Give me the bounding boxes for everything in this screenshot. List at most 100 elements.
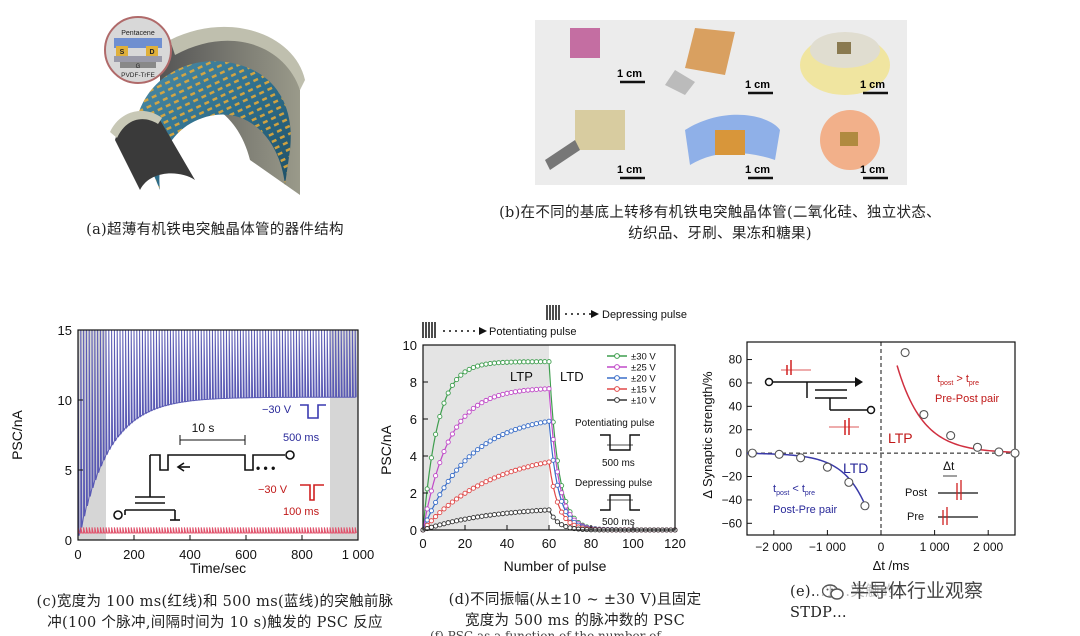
- chart-c-blue-width: 500 ms: [283, 432, 320, 444]
- data-point: [525, 464, 531, 470]
- data-point: [491, 436, 497, 442]
- chart-e-ltd-condition: tpost < tpre: [773, 483, 815, 497]
- data-point: [428, 488, 434, 494]
- data-point: [563, 509, 569, 515]
- data-point: [433, 499, 439, 505]
- data-point: [559, 498, 565, 504]
- wechat-icon: [821, 583, 844, 601]
- chart-e-ltp: LTP: [888, 430, 913, 446]
- data-point: [491, 394, 497, 400]
- data-point: [479, 481, 485, 487]
- chart-d-ytick-label: 4: [410, 449, 417, 464]
- data-point: [567, 520, 573, 526]
- device-illustration: Pentacene S D G PVDF-TrFE: [104, 16, 305, 195]
- photo-textile: [575, 110, 625, 150]
- caption-a: (a)超薄有机铁电突触晶体管的器件结构: [86, 222, 344, 238]
- data-point: [437, 522, 443, 528]
- legend-marker: [614, 386, 620, 392]
- data-point: [479, 362, 485, 368]
- data-point: [475, 483, 481, 489]
- data-point: [504, 359, 510, 365]
- data-point: [512, 426, 518, 433]
- chart-d-xtick-label: 60: [542, 536, 556, 551]
- chart-d-pot-width: 500 ms: [602, 458, 635, 469]
- data-point: [445, 478, 451, 484]
- data-point: [554, 469, 560, 475]
- data-point: [454, 424, 460, 430]
- data-point: [533, 359, 539, 365]
- chart-e-xlabel: Δt /ms: [873, 558, 910, 573]
- chart-d-xtick-label: 100: [622, 536, 644, 551]
- data-point: [441, 449, 447, 455]
- data-point: [437, 492, 443, 498]
- chart-e-ltp-pair: Pre-Post pair: [935, 393, 1000, 405]
- bottom-fragment: (f) PSC as a function of the number of…: [430, 630, 750, 636]
- data-point: [538, 386, 544, 392]
- chart-c-xtick-label: 1 000: [342, 547, 375, 562]
- data-point: [424, 486, 430, 492]
- chart-d-legend: ±30 V±25 V±20 V±15 V±10 V: [607, 352, 656, 407]
- chart-d-potentiating-label: Potentiating pulse: [575, 418, 655, 429]
- data-point: [504, 390, 510, 396]
- legend-label: ±10 V: [631, 396, 656, 407]
- data-point: [512, 467, 518, 473]
- data-point: [475, 447, 481, 453]
- data-point: [483, 361, 489, 367]
- data-point: [1010, 448, 1020, 458]
- chart-d-xtick-label: 0: [419, 536, 426, 551]
- data-point: [475, 363, 481, 369]
- chart-e-ltp-condition: tpost > tpre: [937, 373, 979, 387]
- series-blue-500ms: [77, 329, 357, 536]
- data-point: [487, 361, 493, 367]
- data-point: [462, 516, 468, 522]
- legend-marker: [614, 397, 620, 403]
- chart-e-ytick-label: −60: [722, 516, 743, 530]
- data-point: [512, 389, 518, 395]
- data-point: [538, 420, 544, 426]
- data-point: [491, 475, 497, 481]
- chart-c-ytick-label: 10: [58, 393, 72, 408]
- chart-c-blue-amp: −30 V: [262, 404, 292, 416]
- chart-e-ytick-label: 20: [729, 423, 743, 437]
- chart-c-dots: • • •: [256, 461, 275, 475]
- data-point: [508, 428, 514, 434]
- data-point: [475, 514, 481, 520]
- data-point: [428, 455, 434, 461]
- data-point: [972, 442, 983, 452]
- data-point: [517, 359, 523, 365]
- legend-marker: [614, 375, 620, 381]
- chart-c-xtick-label: 200: [123, 547, 145, 562]
- data-point: [496, 473, 502, 479]
- chart-e-points: [747, 347, 1020, 511]
- data-point: [496, 433, 502, 440]
- scale-bar-5: 1 cm: [745, 164, 770, 176]
- legend-label: ±30 V: [631, 352, 656, 363]
- data-point: [487, 512, 493, 518]
- data-point: [433, 431, 439, 437]
- chart-c-red-amp: −30 V: [258, 484, 288, 496]
- label-dielectric: PVDF-TrFE: [121, 72, 155, 79]
- data-point: [554, 482, 560, 488]
- data-point: [567, 515, 573, 521]
- chart-d-ytick-label: 6: [410, 412, 417, 427]
- chart-d-series: [420, 359, 678, 533]
- data-point: [424, 506, 430, 512]
- data-point: [470, 450, 476, 456]
- data-point: [512, 359, 518, 365]
- chart-c-ytick-label: 5: [65, 463, 72, 478]
- chart-d-xtick-label: 120: [664, 536, 686, 551]
- data-point: [546, 386, 552, 392]
- legend-marker: [614, 364, 620, 370]
- data-point: [496, 392, 502, 399]
- chart-d-xtick-label: 40: [500, 536, 514, 551]
- data-point: [441, 400, 447, 406]
- chart-e-xtick-label: −1 000: [809, 540, 846, 554]
- scale-bar-4: 1 cm: [617, 164, 642, 176]
- data-point: [533, 421, 539, 427]
- data-point: [462, 369, 468, 375]
- label-drain: D: [149, 49, 154, 56]
- data-point: [433, 514, 439, 520]
- data-point: [487, 438, 493, 444]
